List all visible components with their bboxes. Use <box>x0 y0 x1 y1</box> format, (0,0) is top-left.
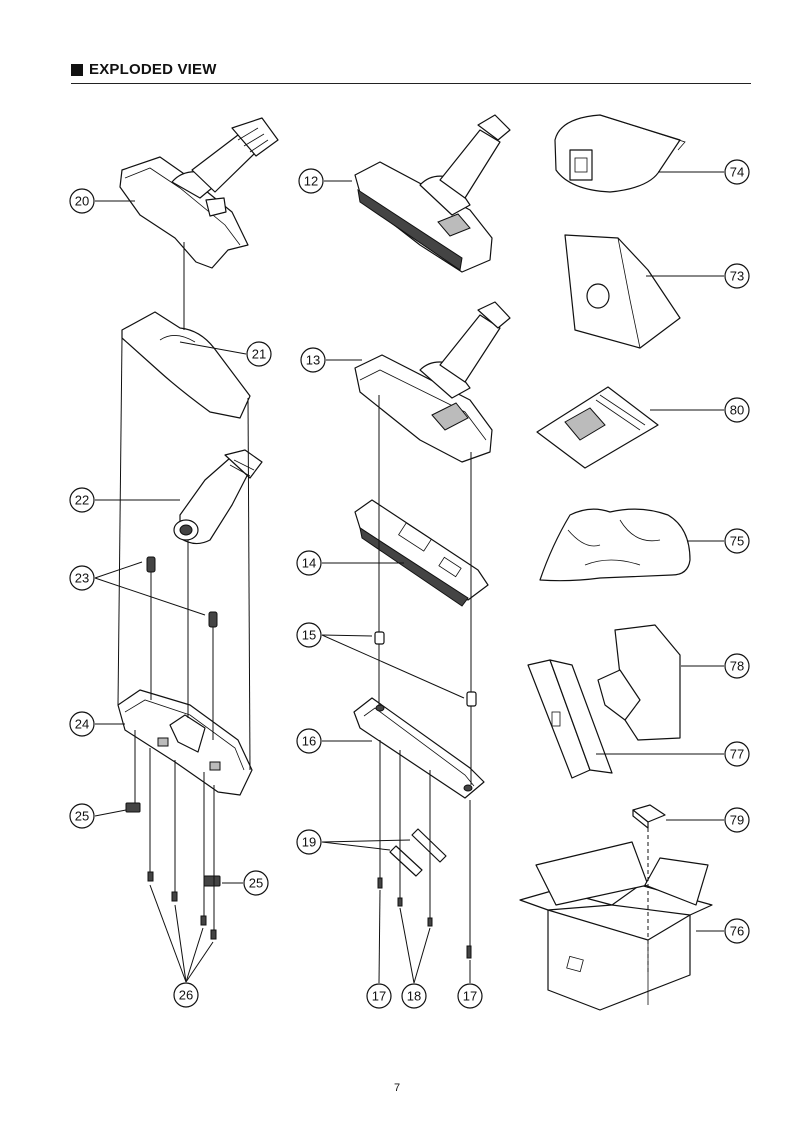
section-header: EXPLODED VIEW <box>71 61 751 84</box>
callout-17-right: 17 <box>457 983 483 1009</box>
callout-24: 24 <box>69 711 95 737</box>
callout-26: 26 <box>173 982 199 1008</box>
svg-text:77: 77 <box>730 747 744 762</box>
assembly-lines-middle <box>378 395 472 946</box>
part-13-floor-nozzle <box>354 301 511 463</box>
part-80-manual <box>536 386 659 469</box>
callout-78: 78 <box>724 653 750 679</box>
part-21-nozzle-cover <box>121 311 251 419</box>
svg-text:17: 17 <box>463 989 477 1004</box>
svg-text:18: 18 <box>407 989 421 1004</box>
page-number: 7 <box>393 1082 401 1094</box>
svg-text:17: 17 <box>372 989 386 1004</box>
svg-text:73: 73 <box>730 269 744 284</box>
svg-text:12: 12 <box>304 174 318 189</box>
svg-text:22: 22 <box>75 493 89 508</box>
leader-lines <box>94 171 724 984</box>
callout-22: 22 <box>69 487 95 513</box>
callout-21: 21 <box>246 341 272 367</box>
svg-text:16: 16 <box>302 734 316 749</box>
part-14-brush-plate <box>354 499 489 607</box>
assembly-lines-left <box>117 242 251 930</box>
svg-text:24: 24 <box>75 717 89 732</box>
svg-text:78: 78 <box>730 659 744 674</box>
part-19-rollers <box>389 828 447 877</box>
part-15-springs <box>374 631 477 707</box>
callout-16: 16 <box>296 728 322 754</box>
part-79-label-block <box>632 804 666 829</box>
svg-text:13: 13 <box>306 353 320 368</box>
callout-14: 14 <box>296 550 322 576</box>
part-22-swivel-neck <box>173 449 263 545</box>
svg-text:19: 19 <box>302 835 316 850</box>
part-76-carton-box <box>519 828 713 1011</box>
part-12-brush-nozzle <box>354 114 511 273</box>
callout-74: 74 <box>724 159 750 185</box>
part-25-clips <box>125 802 221 887</box>
part-26-screws <box>147 871 217 940</box>
svg-text:25: 25 <box>249 876 263 891</box>
svg-text:20: 20 <box>75 194 89 209</box>
svg-text:79: 79 <box>730 813 744 828</box>
callout-15: 15 <box>296 622 322 648</box>
part-77-78-packing-inserts <box>527 624 681 779</box>
callout-12: 12 <box>298 168 324 194</box>
part-73-paper-bag <box>564 234 681 349</box>
svg-text:75: 75 <box>730 534 744 549</box>
svg-text:80: 80 <box>730 403 744 418</box>
svg-text:26: 26 <box>179 988 193 1003</box>
callout-13: 13 <box>300 347 326 373</box>
part-16-bottom-plate <box>353 697 485 799</box>
callout-23: 23 <box>69 565 95 591</box>
callout-20: 20 <box>69 188 95 214</box>
callout-80: 80 <box>724 397 750 423</box>
svg-text:74: 74 <box>730 165 744 180</box>
callout-76: 76 <box>724 918 750 944</box>
callout-79: 79 <box>724 807 750 833</box>
svg-text:21: 21 <box>252 347 266 362</box>
callout-17-left: 17 <box>366 983 392 1009</box>
svg-text:23: 23 <box>75 571 89 586</box>
svg-text:15: 15 <box>302 628 316 643</box>
callout-75: 75 <box>724 528 750 554</box>
svg-text:14: 14 <box>302 556 316 571</box>
svg-text:76: 76 <box>730 924 744 939</box>
part-20-floor-nozzle <box>119 117 279 269</box>
square-bullet-icon <box>71 64 83 76</box>
callout-73: 73 <box>724 263 750 289</box>
part-23-springs <box>146 556 218 628</box>
callout-25-upper: 25 <box>69 803 95 829</box>
page-title: EXPLODED VIEW <box>89 61 217 78</box>
part-74-dust-bag <box>554 114 686 193</box>
part-24-nozzle-base <box>117 689 253 796</box>
part-75-plastic-bag <box>539 508 691 582</box>
callout-19: 19 <box>296 829 322 855</box>
svg-text:25: 25 <box>75 809 89 824</box>
callout-18: 18 <box>401 983 427 1009</box>
callout-25-lower: 25 <box>243 870 269 896</box>
callout-77: 77 <box>724 741 750 767</box>
